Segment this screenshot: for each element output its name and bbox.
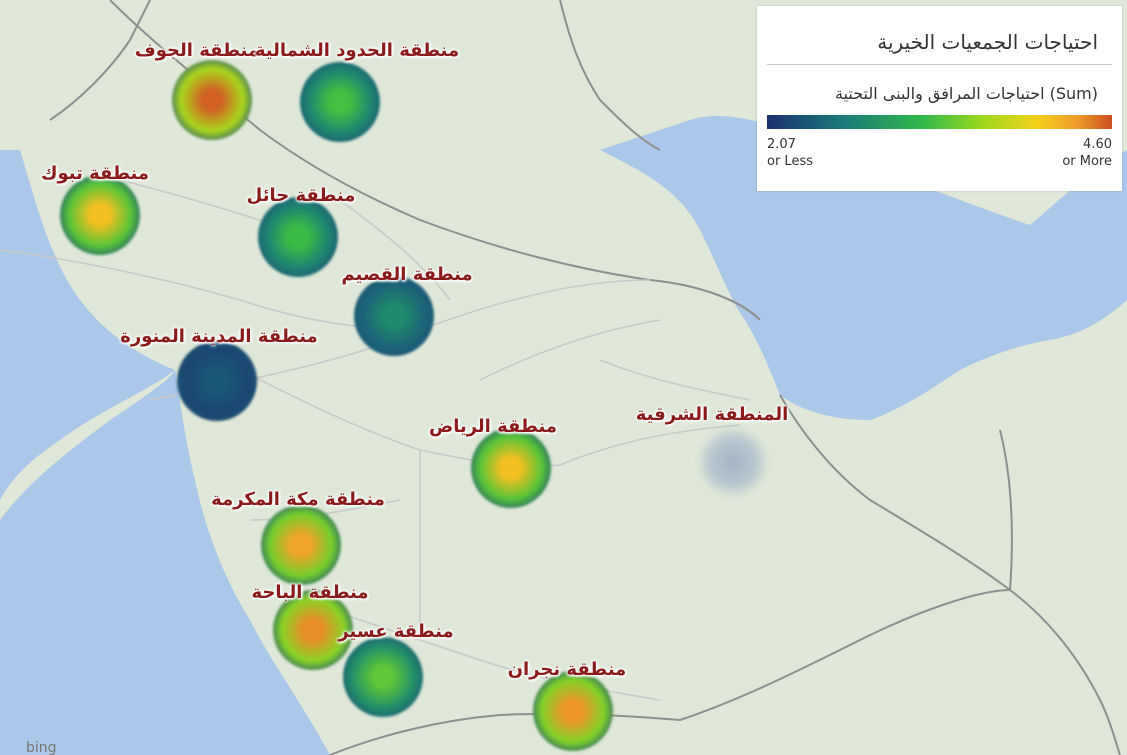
region-label: منطقة الرياض xyxy=(428,416,558,437)
heat-marker[interactable] xyxy=(533,671,613,751)
heat-marker[interactable] xyxy=(258,197,338,277)
region-label: منطقة تبوك xyxy=(40,163,150,184)
region-label: منطقة حائل xyxy=(246,185,356,206)
heat-marker[interactable] xyxy=(343,637,423,717)
region-label: منطقة مكة المكرمة xyxy=(211,489,385,510)
heat-marker[interactable] xyxy=(172,60,252,140)
region-label: منطقة المدينة المنورة xyxy=(120,326,318,347)
region-label: منطقة الحدود الشمالية xyxy=(254,40,460,61)
region-label: منطقة الباحة xyxy=(251,582,369,603)
heat-marker[interactable] xyxy=(698,427,768,497)
region-label: منطقة الجوف xyxy=(134,40,260,61)
red-sea xyxy=(0,370,330,755)
legend-min-note: or Less xyxy=(767,154,813,169)
legend: احتياجات الجمعيات الخيرية (Sum) احتياجات… xyxy=(757,6,1122,191)
legend-max-note: or More xyxy=(1062,154,1112,169)
legend-max-value: 4.60 xyxy=(1083,137,1112,152)
heat-marker[interactable] xyxy=(177,341,257,421)
region-label: المنطقة الشرقية xyxy=(635,404,789,425)
heat-marker[interactable] xyxy=(273,590,353,670)
gulf-of-oman xyxy=(1060,210,1127,245)
heat-marker[interactable] xyxy=(60,175,140,255)
legend-title: احتياجات الجمعيات الخيرية xyxy=(877,30,1098,54)
gulf-of-aqaba xyxy=(0,150,175,500)
bing-attribution[interactable]: bing xyxy=(26,740,57,755)
region-label: منطقة نجران xyxy=(507,659,627,680)
legend-min-value: 2.07 xyxy=(767,137,796,152)
persian-gulf xyxy=(600,115,1127,420)
heat-marker[interactable] xyxy=(261,505,341,585)
legend-measure: (Sum) احتياجات المرافق والبنى التحتية xyxy=(834,84,1098,103)
heat-marker[interactable] xyxy=(300,62,380,142)
legend-color-scale xyxy=(767,115,1112,129)
heat-marker[interactable] xyxy=(354,276,434,356)
legend-divider xyxy=(767,64,1112,65)
region-label: منطقة القصيم xyxy=(341,264,473,285)
heat-marker[interactable] xyxy=(471,428,551,508)
region-label: منطقة عسير xyxy=(338,621,454,642)
